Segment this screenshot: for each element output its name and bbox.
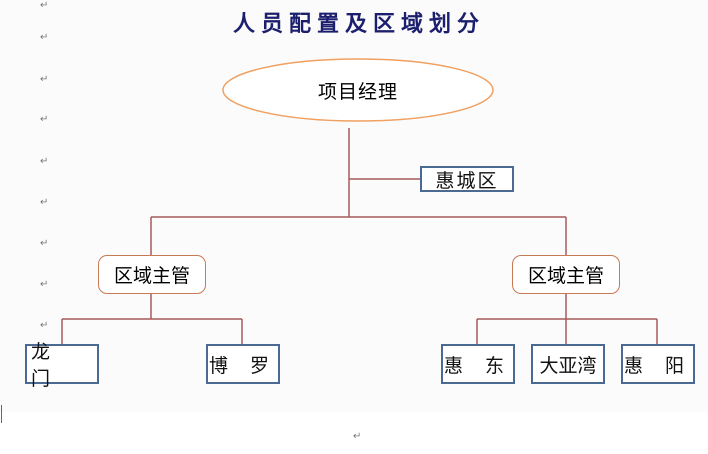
paragraph-mark: ↵ bbox=[40, 0, 49, 11]
area-node: 博 罗 bbox=[206, 344, 280, 384]
paragraph-mark: ↵ bbox=[40, 32, 49, 43]
root-ellipse bbox=[222, 58, 494, 122]
side-node: 惠城区 bbox=[420, 166, 514, 192]
text-cursor bbox=[1, 405, 2, 423]
paragraph-mark: ↵ bbox=[40, 320, 49, 331]
paragraph-mark: ↵ bbox=[40, 279, 49, 290]
area-node: 龙 门 bbox=[25, 341, 99, 390]
manager-node-right: 区域主管 bbox=[512, 255, 620, 294]
paragraph-mark: ↵ bbox=[40, 238, 49, 249]
area-node: 惠 阳 bbox=[621, 344, 695, 384]
paragraph-mark: ↵ bbox=[40, 114, 49, 125]
document-title: 人员配置及区域划分 bbox=[232, 11, 485, 37]
paragraph-mark: ↵ bbox=[353, 431, 362, 442]
manager-node-left: 区域主管 bbox=[98, 255, 206, 294]
paragraph-mark: ↵ bbox=[40, 74, 49, 85]
paragraph-mark: ↵ bbox=[40, 156, 49, 167]
root-node: 项目经理 bbox=[317, 80, 398, 103]
area-node: 惠 东 bbox=[441, 344, 515, 384]
paragraph-mark: ↵ bbox=[40, 197, 49, 208]
area-node: 大亚湾 bbox=[531, 344, 605, 384]
